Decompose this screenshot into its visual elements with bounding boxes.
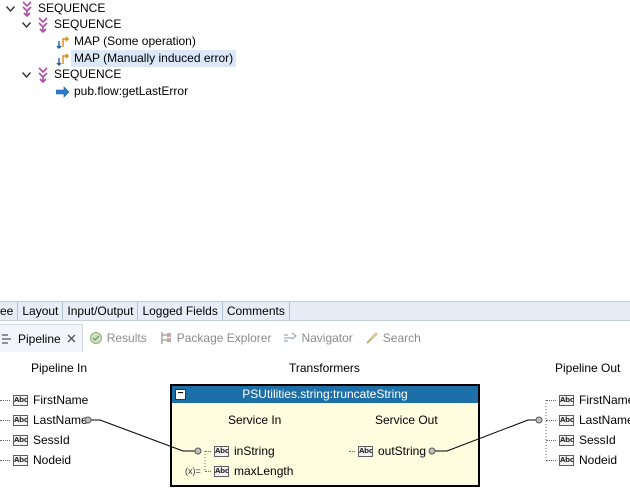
chevron-down-icon[interactable]	[20, 16, 32, 33]
view-tab-navigator[interactable]: Navigator	[277, 324, 358, 352]
tree-node-map-some-operation[interactable]: MAP (Some operation)	[56, 33, 196, 50]
tree-connector	[205, 470, 211, 472]
transformer-title: PSUtilities.string:truncateString	[242, 387, 408, 401]
service-in-label: Service In	[228, 413, 282, 427]
field-name: SessId	[33, 433, 70, 447]
invoke-arrow-icon	[56, 84, 70, 100]
string-type-icon: Abc	[13, 394, 28, 406]
tree-connector	[546, 419, 556, 421]
transformers-header: Transformers	[289, 361, 360, 375]
string-type-icon: Abc	[13, 454, 28, 466]
pipeline-in-field-lastname[interactable]: Abc LastName	[0, 412, 88, 428]
sequence-icon	[36, 16, 50, 33]
string-type-icon: Abc	[559, 454, 574, 466]
tab-logged-fields[interactable]: Logged Fields	[138, 302, 223, 320]
tree-node-sequence-2[interactable]: SEQUENCE	[20, 66, 121, 83]
view-tab-package-explorer[interactable]: Package Explorer	[153, 324, 278, 352]
flow-step-tree: SEQUENCE SEQUENCE MAP (Some operation) M…	[4, 0, 237, 100]
view-tab-search[interactable]: Search	[359, 324, 427, 352]
pipeline-out-field-sessid[interactable]: Abc SessId	[546, 432, 616, 448]
view-tab-label: Search	[382, 331, 421, 345]
pipeline-in-field-nodeid[interactable]: Abc Nodeid	[0, 452, 71, 468]
string-type-icon: Abc	[559, 394, 574, 406]
tree-connector	[0, 439, 10, 441]
tree-node-invoke-get-last-error[interactable]: pub.flow:getLastError	[56, 83, 188, 100]
tree-connector	[0, 419, 10, 421]
tree-connector	[349, 450, 355, 452]
tab-layout[interactable]: Layout	[18, 302, 64, 320]
tree-node-sequence-root[interactable]: SEQUENCE	[4, 0, 105, 17]
service-in-field-instring[interactable]: Abc inString	[205, 443, 275, 459]
tree-node-sequence-1[interactable]: SEQUENCE	[20, 16, 121, 33]
string-type-icon: Abc	[214, 445, 229, 457]
tree-node-label: pub.flow:getLastError	[74, 84, 189, 98]
navigator-icon	[283, 331, 298, 345]
tab-input-output[interactable]: Input/Output	[63, 302, 139, 320]
map-icon	[56, 34, 70, 50]
field-name: LastName	[579, 413, 630, 427]
service-out-label: Service Out	[375, 413, 438, 427]
chevron-down-icon[interactable]	[4, 0, 16, 17]
field-name: outString	[378, 444, 427, 458]
string-type-icon: Abc	[13, 414, 28, 426]
view-tab-results[interactable]: Results	[83, 324, 153, 352]
pipeline-in-header: Pipeline In	[31, 361, 88, 375]
string-type-icon: Abc	[559, 414, 574, 426]
set-value-marker: (x)=	[185, 466, 201, 476]
field-name: inString	[234, 444, 275, 458]
pipeline-out-header: Pipeline Out	[555, 361, 621, 375]
view-tab-label: Pipeline	[18, 331, 61, 346]
view-tab-pipeline[interactable]: Pipeline	[0, 324, 83, 352]
string-type-icon: Abc	[214, 465, 229, 477]
tree-connector	[0, 459, 10, 461]
sequence-icon	[36, 66, 50, 83]
field-name: LastName	[33, 413, 88, 427]
collapse-icon[interactable]: −	[175, 389, 186, 400]
field-name: SessId	[579, 433, 616, 447]
string-type-icon: Abc	[358, 445, 373, 457]
search-icon	[365, 331, 379, 345]
tree-node-label: SEQUENCE	[54, 17, 122, 31]
tree-node-label: MAP (Manually induced error)	[71, 50, 237, 67]
view-tab-label: Results	[106, 331, 147, 345]
pipeline-out-field-nodeid[interactable]: Abc Nodeid	[546, 452, 617, 468]
view-tab-label: Navigator	[301, 331, 353, 345]
tree-connector	[546, 459, 556, 461]
set-value-icon[interactable]: (x)=	[185, 463, 201, 479]
service-out-field-outstring[interactable]: Abc outString	[349, 443, 426, 459]
pipeline-out-field-firstname[interactable]: Abc FirstName	[546, 392, 630, 408]
tree-connector	[546, 399, 556, 401]
tree-connector	[205, 450, 211, 452]
pipeline-in-field-sessid[interactable]: Abc SessId	[0, 432, 70, 448]
field-name: FirstName	[33, 393, 89, 407]
close-icon[interactable]	[67, 332, 76, 346]
field-name: FirstName	[579, 393, 630, 407]
tree-connector	[0, 399, 10, 401]
service-in-field-maxlength[interactable]: Abc maxLength	[205, 463, 293, 479]
tree-node-label: SEQUENCE	[38, 1, 106, 15]
tab-tree[interactable]: ee	[0, 302, 19, 320]
field-name: maxLength	[234, 464, 294, 478]
package-explorer-icon	[159, 331, 173, 345]
pipeline-icon	[0, 332, 14, 346]
field-name: Nodeid	[33, 453, 72, 467]
view-tab-bar: Pipeline Results Package Explorer Naviga…	[0, 324, 630, 352]
results-icon	[89, 331, 103, 345]
tree-connector	[546, 439, 556, 441]
sequence-icon	[20, 0, 34, 17]
field-name: Nodeid	[579, 453, 618, 467]
transformer-title-bar[interactable]: − PSUtilities.string:truncateString	[172, 386, 478, 403]
tree-node-label: MAP (Some operation)	[74, 34, 196, 48]
pipeline-in-field-firstname[interactable]: Abc FirstName	[0, 392, 88, 408]
tree-node-label: SEQUENCE	[54, 67, 122, 81]
editor-tab-bar: ee Layout Input/Output Logged Fields Com…	[0, 301, 630, 321]
tree-node-map-manually-induced-error[interactable]: MAP (Manually induced error)	[56, 50, 237, 67]
tab-comments[interactable]: Comments	[223, 302, 290, 320]
map-icon	[56, 51, 70, 67]
string-type-icon: Abc	[559, 434, 574, 446]
chevron-down-icon[interactable]	[20, 66, 32, 83]
view-tab-label: Package Explorer	[176, 331, 272, 345]
string-type-icon: Abc	[13, 434, 28, 446]
pipeline-out-field-lastname[interactable]: Abc LastName	[546, 412, 630, 428]
